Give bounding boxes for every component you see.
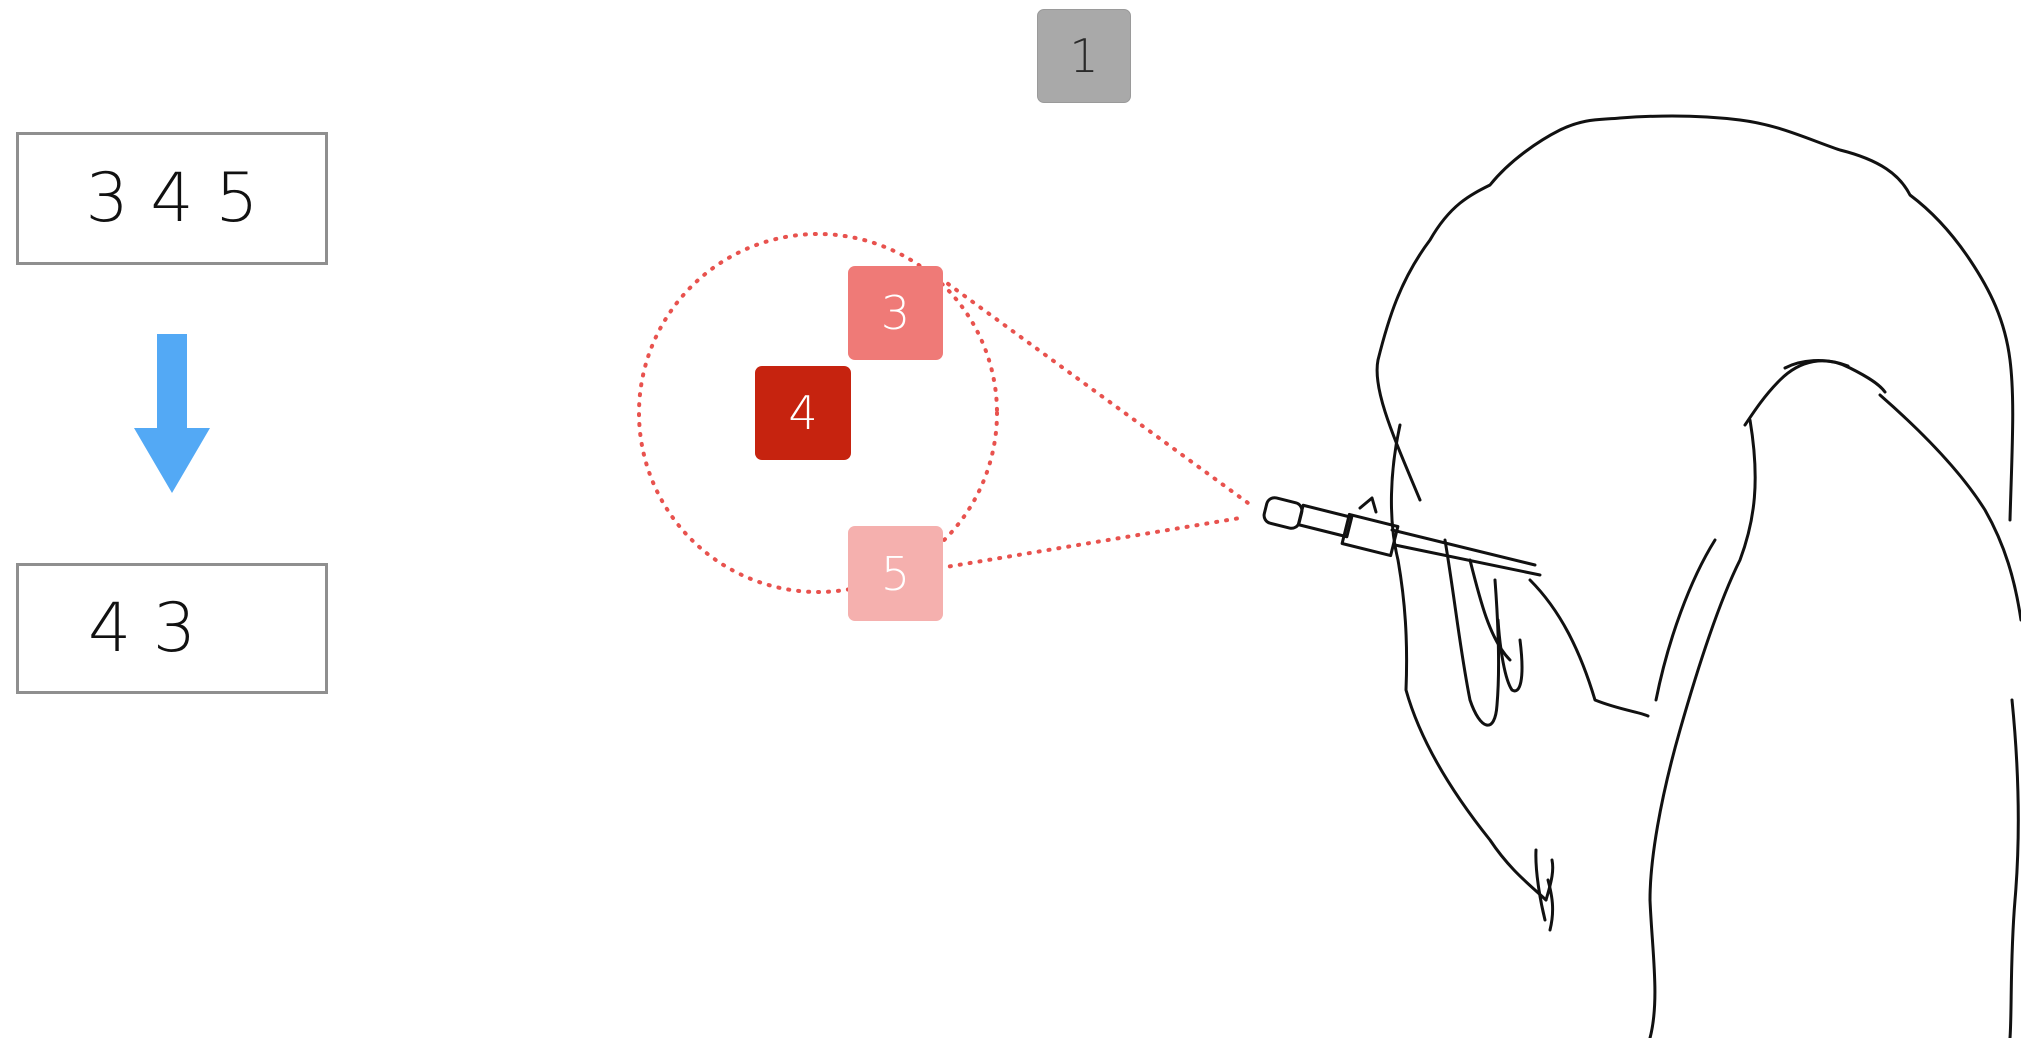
person-with-microphone-illustration <box>1262 116 2021 1038</box>
dotted-line-lower <box>940 518 1240 568</box>
dotted-line-upper <box>940 278 1248 503</box>
tile-5: 5 <box>848 526 943 621</box>
arrow-down-icon <box>134 334 210 493</box>
output-sequence-box: 4 3 <box>16 563 328 694</box>
tile-4: 4 <box>755 366 851 460</box>
tile-1: 1 <box>1037 9 1131 103</box>
tile-3: 3 <box>848 266 943 360</box>
